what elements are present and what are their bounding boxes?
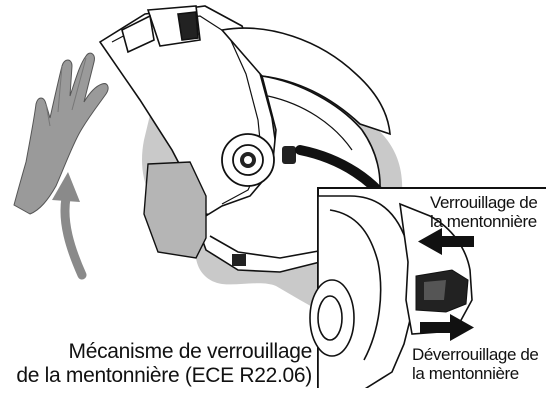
bottom-clip (232, 254, 246, 266)
lock-label: Verrouillage de la mentonnière (430, 193, 537, 231)
unlock-label: Déverrouillage de la mentonnière (412, 345, 538, 383)
lock-button (282, 146, 296, 164)
pivot-hub (222, 134, 274, 186)
unlock-label-line2: la mentonnière (412, 364, 538, 383)
caption-line1: Mécanisme de verrouillage (16, 340, 312, 364)
caption-line2: de la mentonnière (ECE R22.06) (16, 364, 312, 388)
caption: Mécanisme de verrouillage de la mentonni… (16, 340, 312, 388)
visor (144, 162, 206, 258)
lock-label-line1: Verrouillage de (430, 193, 537, 212)
unlock-label-line1: Déverrouillage de (412, 345, 538, 364)
curved-lift-arrow-icon (52, 172, 82, 275)
lock-label-line2: la mentonnière (430, 212, 537, 231)
